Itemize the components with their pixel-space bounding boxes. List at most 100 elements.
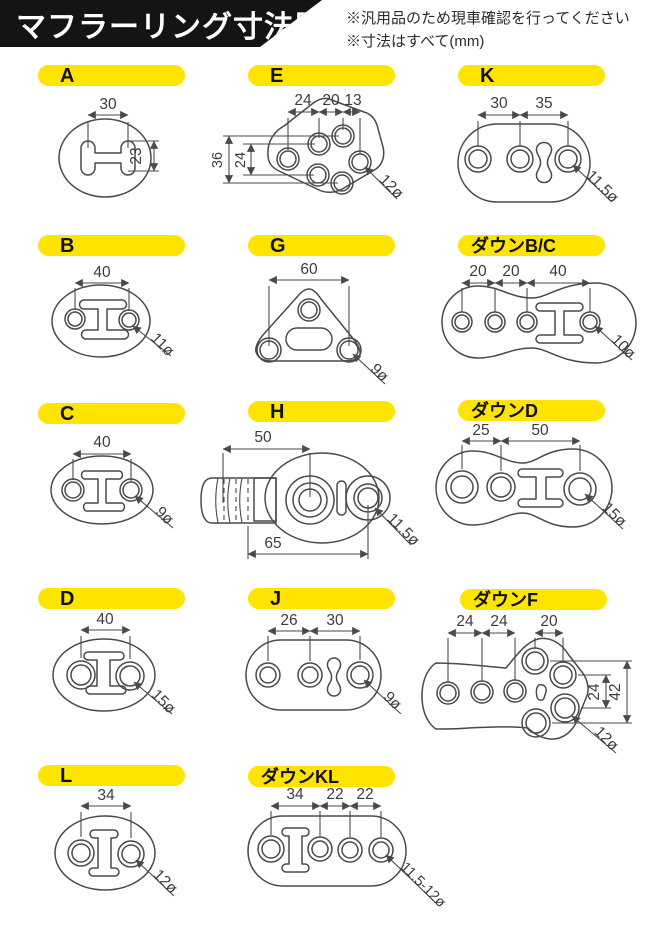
diagram-label-g: G (248, 235, 395, 256)
holes (257, 835, 394, 863)
label-text: A (60, 64, 75, 87)
holes (64, 308, 140, 331)
bone-slot (535, 141, 553, 184)
header-notes: ※汎用品のため現車確認を行ってください ※寸法はすべて(mm) (346, 7, 630, 53)
hole-diameter-label: 12ø (591, 723, 622, 754)
holes (451, 311, 601, 333)
diagram-down-f-drawing: 24 24 20 24 42 12ø (421, 613, 632, 755)
dim-label: 50 (254, 429, 272, 446)
dim-label: 13 (344, 92, 361, 109)
part-outline (200, 452, 391, 544)
dim-label: 40 (549, 263, 567, 280)
label-text: ダウンB/C (471, 235, 556, 256)
label-text: ダウンF (473, 589, 538, 610)
dimensions: 40 11ø (74, 264, 178, 360)
part-outline (255, 288, 361, 362)
h-slot (80, 140, 136, 176)
dim-label: 26 (280, 612, 297, 629)
label-text: K (480, 64, 495, 87)
dimensions: 50 65 11.5ø (222, 429, 423, 559)
dim-label: 34 (97, 787, 115, 804)
diagram-label-h: H (248, 401, 395, 422)
diagram-k-drawing: 30 35 11.5ø (457, 95, 622, 207)
dim-label: 24 (294, 92, 312, 109)
label-text: E (270, 64, 284, 87)
diagram-label-down-bc: ダウンB/C (458, 235, 605, 256)
diagram-a-drawing: 30 23 (58, 96, 159, 198)
diagram-e-drawing: 24 20 13 36 24 12ø (210, 92, 407, 203)
diagram-c-drawing: 40 9ø (50, 434, 177, 529)
dimensions: 60 9ø (268, 261, 392, 386)
holes (256, 298, 362, 363)
dim-label: 23 (128, 147, 145, 164)
diagram-g-drawing: 60 9ø (255, 261, 392, 386)
dim-label: 42 (607, 683, 624, 700)
diagram-label-down-kl: ダウンKL (248, 766, 395, 787)
dimensions: 26 30 9ø (267, 612, 405, 715)
diagram-d-drawing: 40 15ø (52, 611, 179, 718)
dim-label: 20 (469, 263, 487, 280)
hole-diameter-label: 9ø (367, 360, 392, 385)
holes (445, 470, 597, 506)
part-outline (247, 815, 407, 887)
dim-label: 20 (540, 613, 558, 630)
holes (464, 145, 582, 173)
dim-label: 22 (356, 786, 373, 803)
diagram-down-kl-drawing: 34 22 22 11.5-12ø (247, 786, 449, 911)
part-outline (52, 638, 156, 712)
dimensions: 34 22 22 11.5-12ø (270, 786, 449, 911)
dim-label: 40 (96, 611, 114, 628)
serif-i-slot (281, 827, 310, 873)
holes (66, 660, 145, 691)
i-slot (78, 299, 130, 340)
label-text: H (270, 400, 285, 423)
holes (255, 661, 374, 689)
diagram-j-drawing: 26 30 9ø (245, 612, 405, 715)
part-outline (54, 815, 156, 891)
dim-label: 25 (472, 422, 489, 439)
diagram-b-drawing: 40 11ø (51, 264, 178, 360)
diagram-label-down-d: ダウンD (458, 400, 605, 421)
dim-label: 34 (286, 786, 304, 803)
diagram-label-e: E (248, 65, 395, 86)
dimensions: 34 12ø (80, 787, 181, 898)
holes (67, 839, 145, 868)
dim-label: 65 (264, 535, 281, 552)
diagram-label-l: L (38, 765, 185, 786)
hole-diameter-label: 9ø (380, 688, 405, 713)
hole-diameter-label: 15ø (599, 499, 630, 530)
diagram-label-d: D (38, 588, 185, 609)
label-text: ダウンD (471, 400, 538, 421)
label-text: L (60, 764, 73, 787)
holes (276, 124, 372, 195)
diagram-label-b: B (38, 235, 185, 256)
dimensions: 20 20 40 10ø (461, 263, 639, 363)
label-text: ダウンKL (261, 766, 339, 787)
diagram-label-j: J (248, 588, 395, 609)
diagram-down-bc-drawing: 20 20 40 10ø (441, 263, 639, 364)
diagram-h-drawing: 50 65 11.5ø (200, 429, 423, 559)
hole-diameter-label: 11.5-12ø (397, 859, 449, 911)
dim-label: 35 (535, 95, 552, 112)
hole-diameter-label: 15ø (148, 686, 179, 717)
hole-diameter-label: 12ø (376, 171, 407, 202)
dim-label: 24 (490, 613, 508, 630)
dim-label: 22 (326, 786, 343, 803)
i-slot (535, 302, 584, 344)
label-text: C (60, 402, 75, 425)
part-outline (267, 97, 385, 193)
dim-label: 20 (502, 263, 520, 280)
part-outline (50, 455, 154, 525)
serif-i-slot (83, 651, 127, 695)
part-outline (441, 282, 637, 364)
connector-slot (336, 480, 347, 516)
part-outline (245, 639, 382, 711)
hole-diameter-label: 12ø (150, 866, 181, 897)
dim-label: 24 (586, 683, 603, 701)
holes (61, 478, 143, 502)
dim-label: 36 (210, 152, 226, 168)
note-line: ※寸法はすべて(mm) (346, 33, 485, 50)
bone-slot (326, 657, 342, 697)
i-slot (80, 470, 126, 512)
